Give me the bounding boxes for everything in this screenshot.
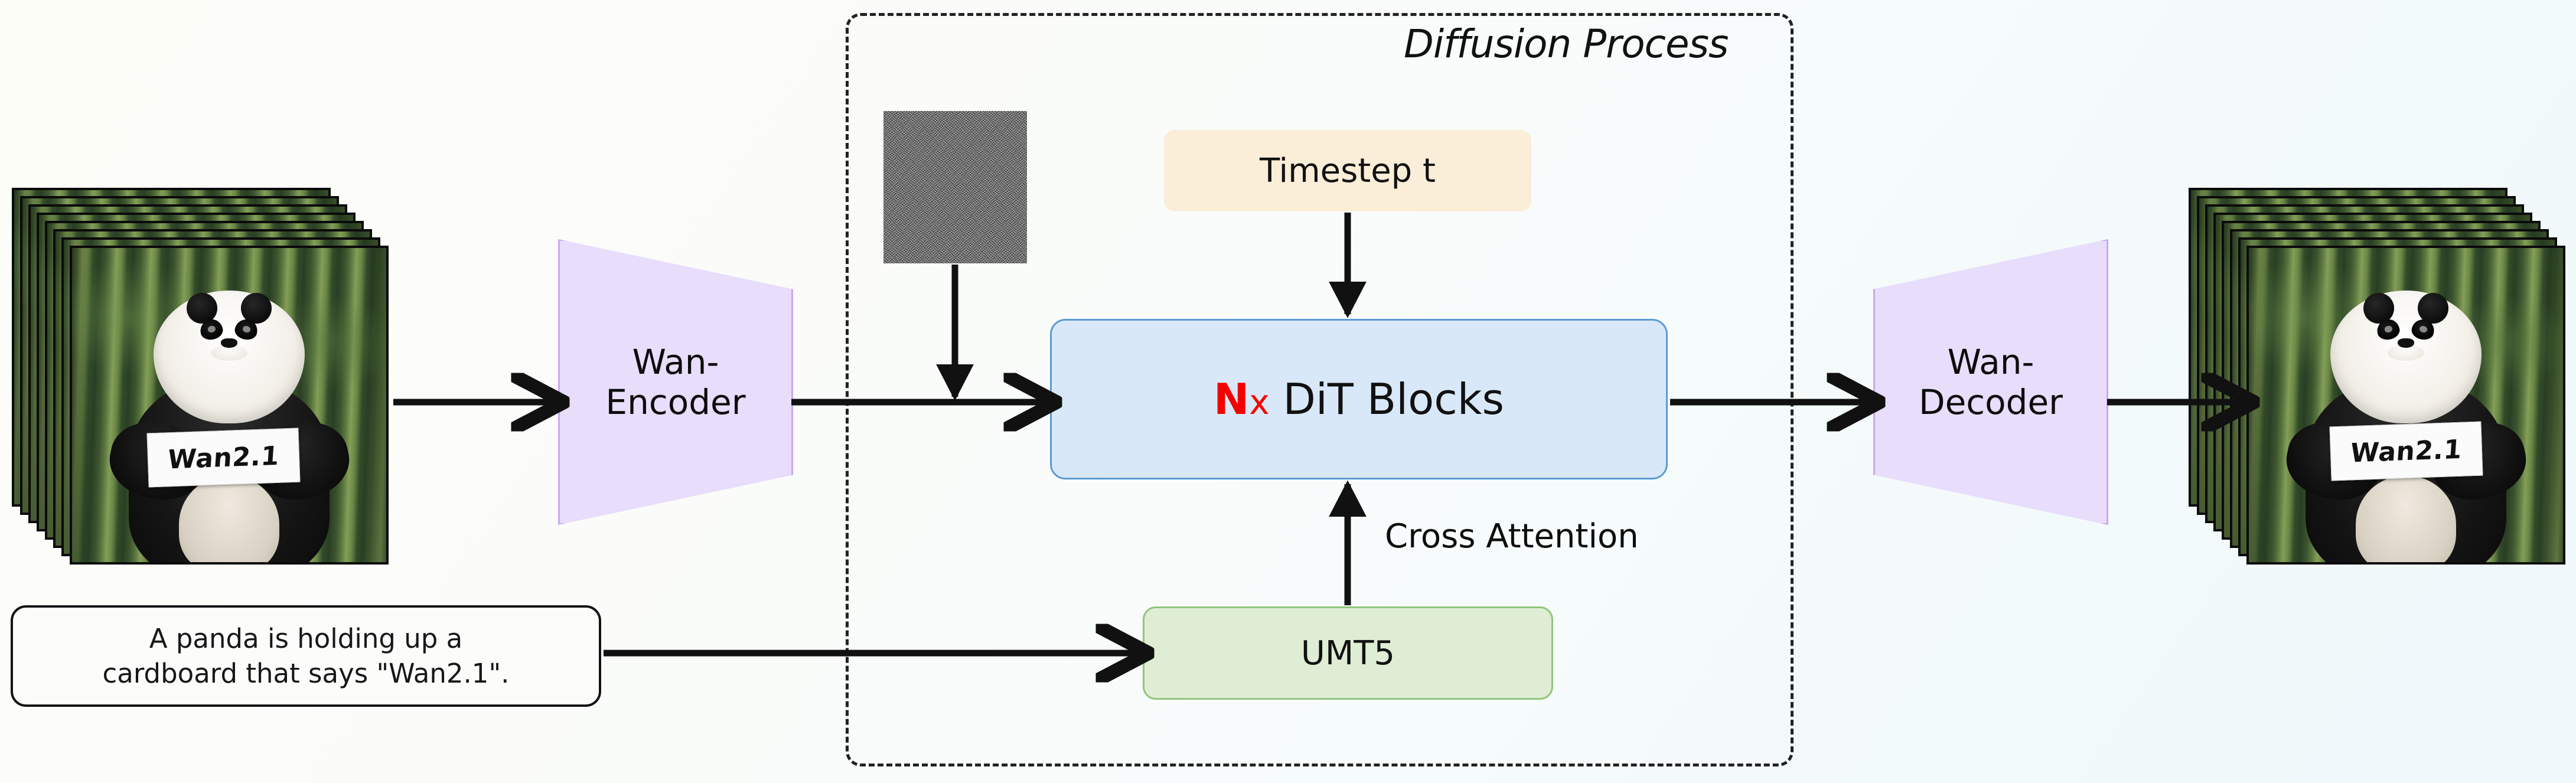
wan-encoder-line2: Encoder [605, 382, 746, 422]
dit-blocks-box[interactable]: Nx DiT Blocks [1050, 319, 1668, 479]
timestep-box[interactable]: Timestep t [1164, 130, 1531, 211]
diffusion-process-title: Diffusion Process [1404, 21, 1729, 67]
wan-decoder-line1: Wan- [1947, 341, 2034, 382]
output-frame-front: Wan2.1 [2246, 246, 2565, 565]
output-panda-sign: Wan2.1 [2329, 421, 2484, 481]
prompt-line2: cardboard that says "Wan2.1". [102, 658, 510, 689]
dit-times-symbol: x [1249, 382, 1270, 422]
umt5-label: UMT5 [1300, 634, 1395, 673]
output-sign-text: Wan2.1 [2349, 434, 2464, 469]
wan-decoder-line2: Decoder [1918, 382, 2063, 422]
input-sign-text: Wan2.1 [167, 440, 281, 475]
input-frame-front: Wan2.1 [70, 246, 389, 565]
dit-blocks-text: DiT Blocks [1283, 374, 1505, 424]
dit-multiplier: N [1213, 374, 1250, 424]
prompt-line1: A panda is holding up a [149, 622, 463, 654]
prompt-text: A panda is holding up a cardboard that s… [103, 621, 510, 691]
cross-attention-label: Cross Attention [1385, 517, 1639, 556]
panda-illustration [72, 273, 386, 562]
noise-latent-patch [883, 111, 1027, 263]
wan-decoder[interactable]: Wan- Decoder [1873, 239, 2108, 525]
wan-encoder-line1: Wan- [632, 341, 719, 382]
panda-illustration [2249, 273, 2563, 562]
prompt-text-box[interactable]: A panda is holding up a cardboard that s… [11, 605, 601, 707]
wan-encoder-label: Wan- Encoder [560, 241, 791, 523]
wan-decoder-label: Wan- Decoder [1875, 241, 2107, 523]
diffusion-process-container [846, 13, 1794, 766]
umt5-text-encoder-box[interactable]: UMT5 [1143, 606, 1553, 700]
timestep-label: Timestep t [1260, 151, 1436, 190]
input-frame-stack: Wan2.1 [12, 188, 390, 566]
wan-encoder[interactable]: Wan- Encoder [558, 239, 793, 525]
dit-blocks-label: Nx DiT Blocks [1214, 374, 1504, 424]
input-panda-sign: Wan2.1 [146, 428, 301, 488]
output-frame-stack: Wan2.1 [2189, 188, 2567, 566]
